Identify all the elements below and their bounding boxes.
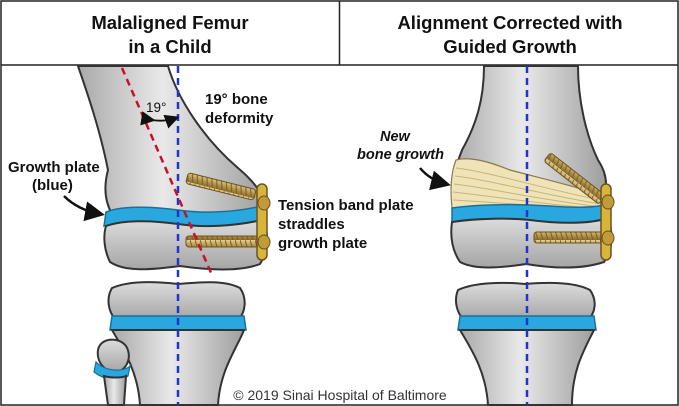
left-title-line1: Malaligned Femur <box>91 12 248 33</box>
left-screw-head-lower <box>257 234 271 250</box>
left-fibula-shaft <box>102 374 128 406</box>
right-title-line2: Guided Growth <box>443 36 577 57</box>
left-title-line2: in a Child <box>128 36 211 57</box>
angle-arc-icon <box>140 111 180 129</box>
deformity-label-line1: 19° bone <box>205 91 268 108</box>
right-lower-screw <box>533 231 609 244</box>
right-screw-head-upper <box>601 194 615 210</box>
plate-label-line1: Tension band plate <box>278 197 414 214</box>
left-knee-illustration <box>76 65 271 406</box>
right-tibia-epiphysis <box>455 281 596 321</box>
growth-plate-label-line1: Growth plate <box>8 159 100 176</box>
deformity-label-line2: deformity <box>205 110 274 127</box>
right-screw-head-lower <box>601 230 615 246</box>
growth-plate-label-line2: (blue) <box>32 177 73 194</box>
plate-label-line3: growth plate <box>278 235 367 252</box>
right-title-line1: Alignment Corrected with <box>397 12 622 33</box>
left-upper-screw <box>185 172 257 201</box>
new-growth-arrow-icon <box>419 167 451 191</box>
left-tibia-epiphysis <box>107 281 246 321</box>
left-screw-head-upper <box>257 195 271 211</box>
new-growth-label-line2: bone growth <box>357 147 444 163</box>
angle-marker-label: 19° <box>146 100 166 115</box>
right-femur-epiphysis <box>450 216 613 269</box>
right-knee-illustration <box>450 65 615 406</box>
growth-plate-arrow-icon <box>63 195 105 222</box>
copyright-notice: © 2019 Sinai Hospital of Baltimore <box>233 387 447 403</box>
new-growth-label-line1: New <box>380 129 412 145</box>
left-deformity-axis <box>120 67 214 276</box>
plate-label-line2: straddles <box>278 216 345 233</box>
